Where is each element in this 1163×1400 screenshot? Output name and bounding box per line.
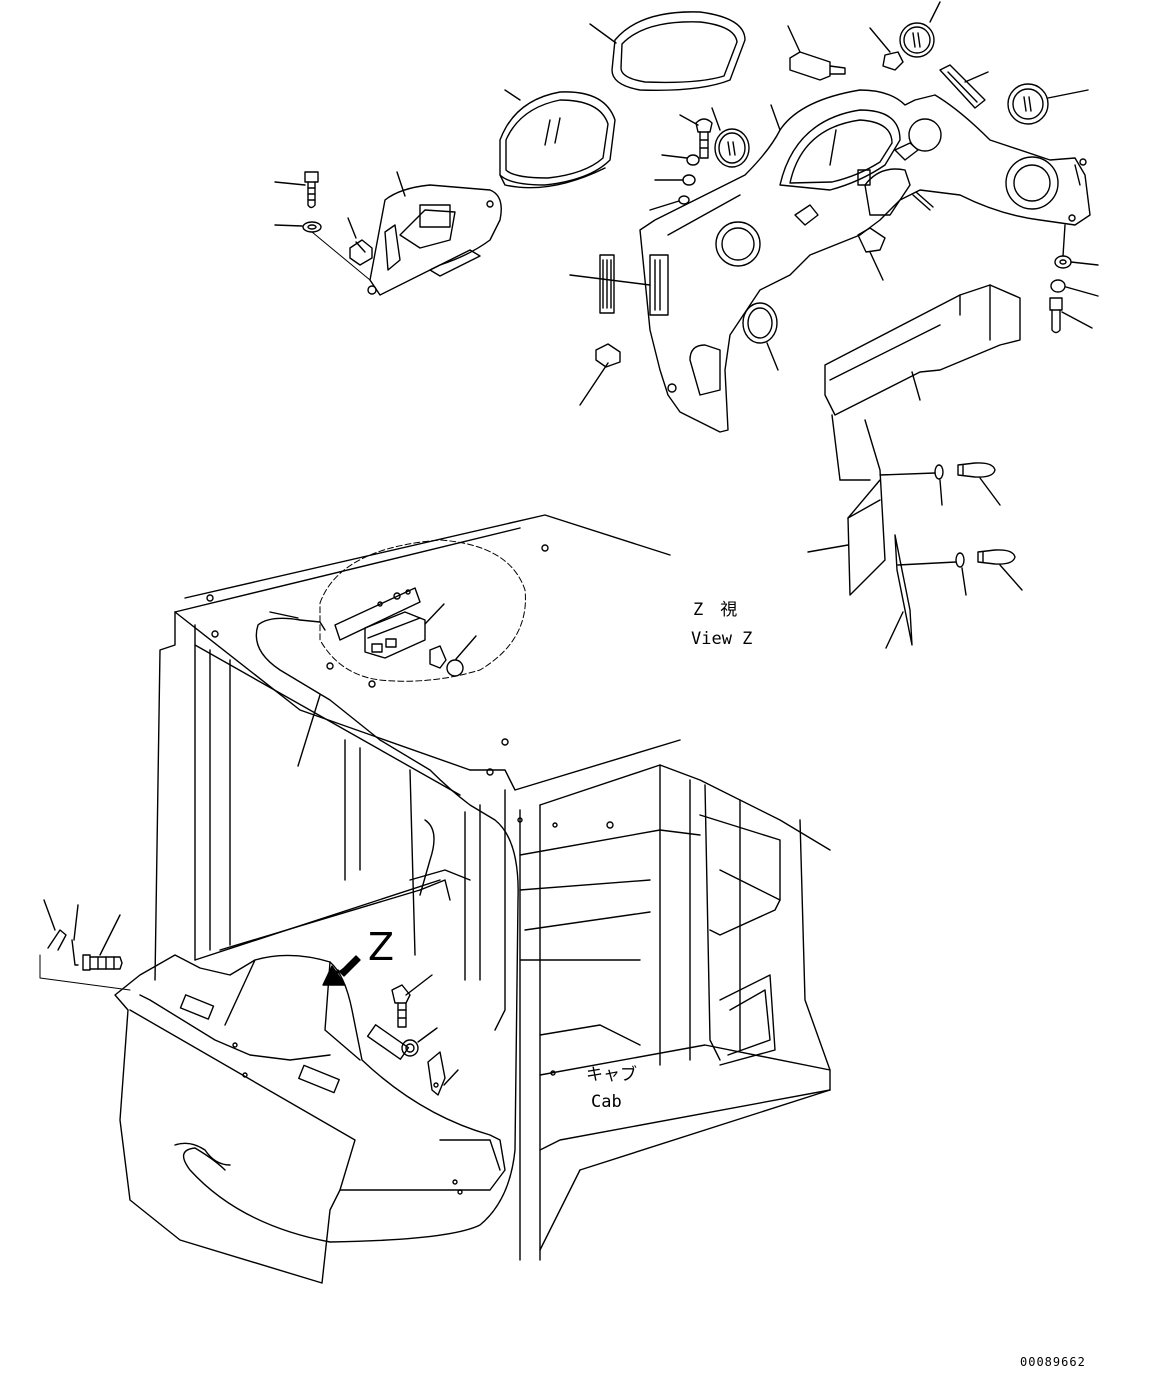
gauge-right [1007, 83, 1049, 125]
washer-left [302, 221, 322, 233]
nuts-right [1049, 255, 1072, 334]
view-arrow-icon [323, 955, 361, 985]
clip-left [349, 239, 373, 266]
connector [857, 227, 886, 281]
front-console [114, 954, 506, 1284]
slot-cover [939, 64, 986, 109]
console-bracket [427, 1051, 446, 1096]
view-title-en: View Z [691, 629, 753, 649]
screw-lower [955, 549, 1016, 568]
slot-left [599, 254, 615, 314]
side-plate [831, 414, 913, 646]
clip-top [882, 51, 904, 71]
view-title-jp: Z 視 [693, 600, 738, 620]
detail-bubble [319, 539, 526, 682]
cab-frame [154, 514, 831, 1261]
cab-label-jp: キャブ [586, 1065, 637, 1085]
cab-label-en: Cab [591, 1092, 622, 1112]
meter-panel [499, 91, 616, 189]
gauge-small-left [714, 128, 750, 168]
view-marker: Z [368, 925, 395, 969]
bolt-left [304, 171, 319, 209]
ring-middle [742, 302, 778, 344]
screw-upper [934, 462, 996, 480]
bolt-console [391, 984, 411, 1028]
clip-lower-left [595, 343, 621, 368]
duct [824, 284, 1021, 416]
drawing-number: 00089662 [1020, 1355, 1086, 1369]
bolt-front-left [82, 954, 123, 971]
switch-top [789, 51, 846, 81]
gauge-top-right [899, 22, 935, 58]
bolt-upper [695, 118, 713, 159]
meter-cover-glass [611, 11, 746, 91]
wire-harness [182, 611, 519, 1243]
meter-bracket [367, 184, 502, 296]
dashboard-panel [639, 89, 1091, 433]
